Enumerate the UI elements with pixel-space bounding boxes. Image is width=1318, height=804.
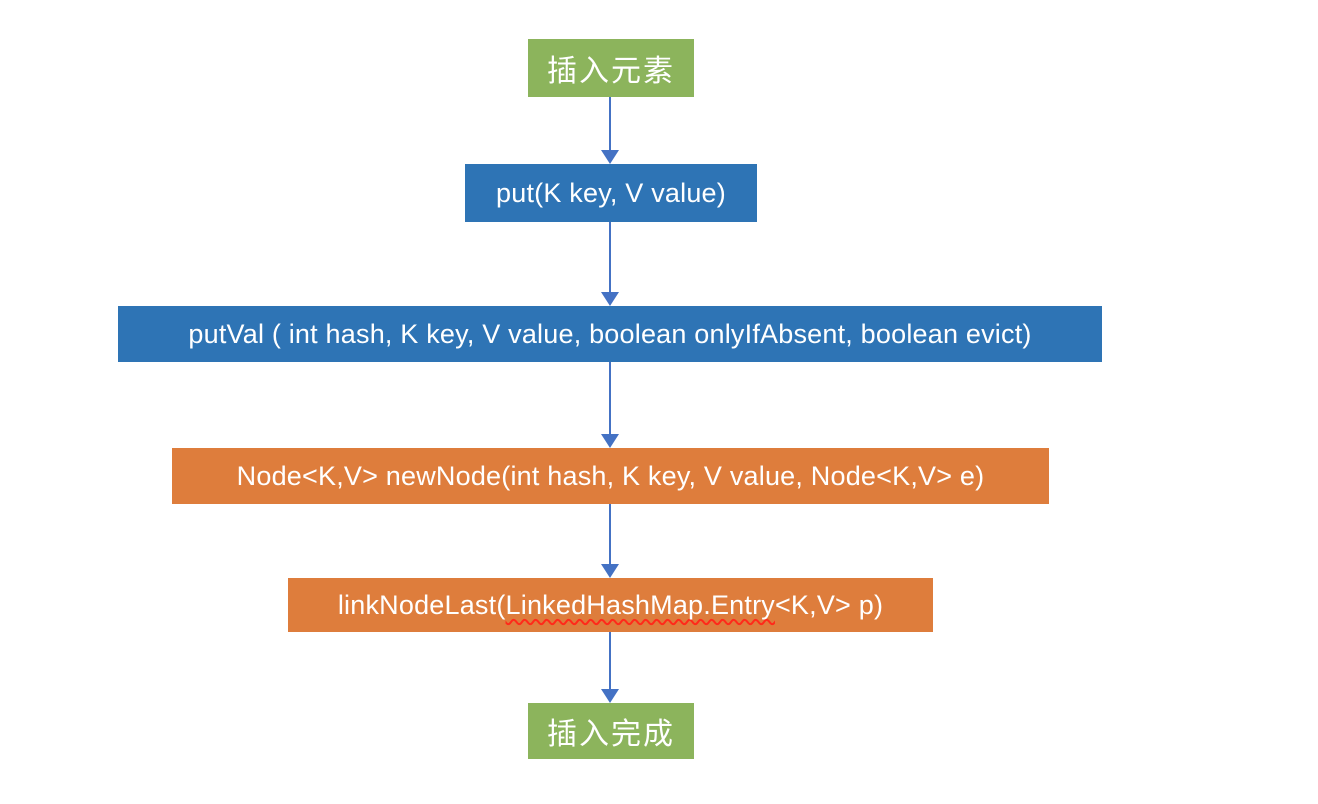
flow-node-putval: putVal ( int hash, K key, V value, boole… (118, 306, 1102, 362)
arrow-head-icon (601, 564, 619, 578)
arrow-head-icon (601, 292, 619, 306)
flow-node-put: put(K key, V value) (465, 164, 757, 222)
linknodelast-label-suffix: <K,V> p) (774, 589, 884, 620)
arrow-line (609, 362, 611, 436)
flow-arrow-linknodelast-to-end (601, 632, 620, 703)
arrow-line (609, 504, 611, 566)
arrow-line (609, 222, 611, 294)
flow-node-start: 插入元素 (528, 39, 694, 97)
arrow-head-icon (601, 434, 619, 448)
linknodelast-label-prefix: linkNodeLast( (337, 589, 506, 620)
flow-arrow-putval-to-newnode (601, 362, 620, 448)
flow-arrow-newnode-to-linknodelast (601, 504, 620, 578)
arrow-head-icon (601, 689, 619, 703)
linknodelast-label-spellchecked: LinkedHashMap.Entry (505, 589, 775, 620)
flow-arrow-put-to-putval (601, 222, 620, 306)
arrow-head-icon (601, 150, 619, 164)
flow-node-newnode: Node<K,V> newNode(int hash, K key, V val… (172, 448, 1049, 504)
arrow-line (609, 632, 611, 691)
flow-arrow-start-to-put (601, 97, 620, 164)
arrow-line (609, 97, 611, 152)
flow-node-end: 插入完成 (528, 703, 694, 759)
flow-node-linknodelast: linkNodeLast(LinkedHashMap.Entry<K,V> p) (288, 578, 933, 632)
